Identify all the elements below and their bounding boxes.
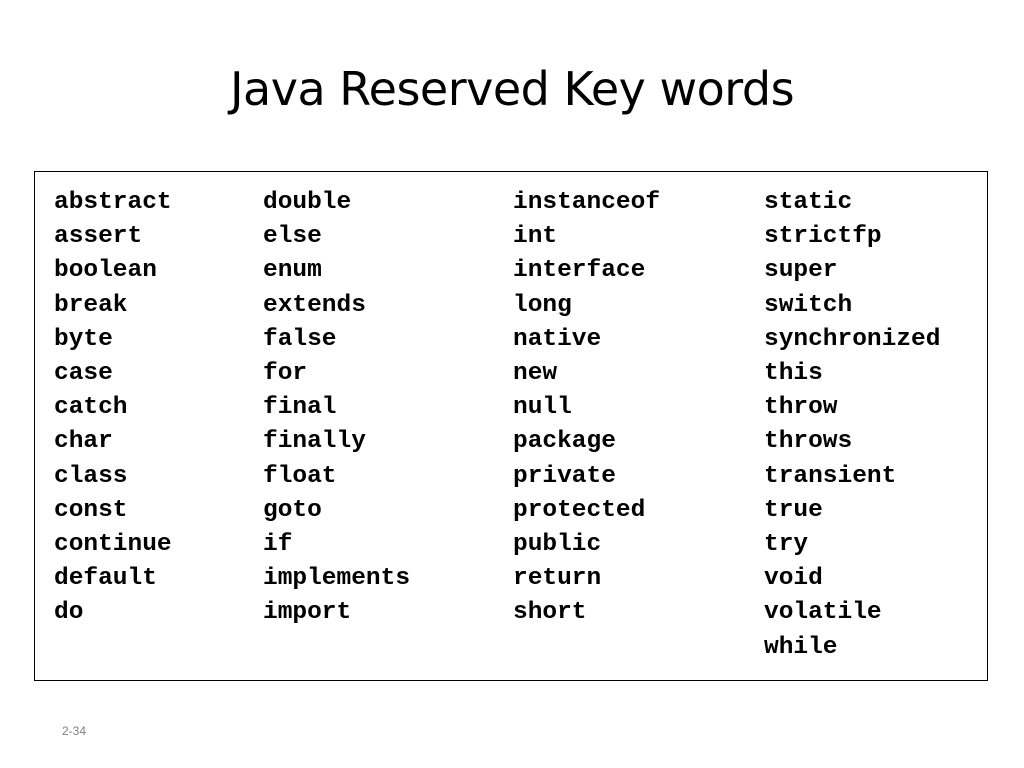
keyword-column-4: static strictfp super switch synchronized thi… bbox=[764, 186, 940, 665]
page-number: 2-34 bbox=[62, 724, 87, 738]
keyword: enum bbox=[263, 257, 322, 285]
keyword: transient bbox=[764, 462, 897, 490]
keyword: super bbox=[764, 257, 838, 285]
keyword: float bbox=[263, 462, 337, 490]
keyword: assert bbox=[54, 223, 143, 251]
keyword: final bbox=[263, 394, 337, 422]
keyword: goto bbox=[263, 496, 322, 524]
keyword: try bbox=[764, 531, 809, 559]
keyword: import bbox=[263, 599, 352, 627]
keyword: public bbox=[513, 531, 602, 559]
keyword-column-3: instanceof int interface long native new null p… bbox=[513, 186, 660, 631]
keyword: synchronized bbox=[764, 325, 941, 353]
keyword: throws bbox=[764, 428, 853, 456]
keyword: byte bbox=[54, 325, 113, 353]
keyword: double bbox=[263, 189, 352, 216]
keyword: abstract bbox=[54, 189, 172, 216]
keyword: private bbox=[513, 462, 616, 490]
keyword: default bbox=[54, 565, 157, 593]
keyword: while bbox=[764, 633, 838, 661]
keyword: implements bbox=[263, 565, 411, 593]
keyword: package bbox=[513, 428, 616, 456]
keyword: throw bbox=[764, 394, 838, 422]
keyword: for bbox=[263, 360, 308, 388]
keyword: const bbox=[54, 496, 128, 524]
keyword: char bbox=[54, 428, 113, 456]
keyword: protected bbox=[513, 496, 646, 524]
keyword-column-2: double else enum extends false for final finall… bbox=[263, 186, 410, 631]
keyword: break bbox=[54, 291, 128, 319]
keyword: native bbox=[513, 325, 602, 353]
keyword: extends bbox=[263, 291, 366, 319]
keyword: case bbox=[54, 360, 113, 388]
keyword: catch bbox=[54, 394, 128, 422]
keyword: class bbox=[54, 462, 128, 490]
keyword: else bbox=[263, 223, 322, 251]
keyword: if bbox=[263, 531, 293, 559]
keyword: long bbox=[513, 291, 572, 319]
keyword: instanceof bbox=[513, 189, 661, 216]
keyword: volatile bbox=[764, 599, 882, 627]
keyword: static bbox=[764, 189, 853, 216]
keyword: strictfp bbox=[764, 223, 882, 251]
keyword: null bbox=[513, 394, 572, 422]
keyword: continue bbox=[54, 531, 172, 559]
keyword: short bbox=[513, 599, 587, 627]
keyword: finally bbox=[263, 428, 366, 456]
keyword: switch bbox=[764, 291, 853, 319]
keyword: void bbox=[764, 565, 823, 593]
keyword-column-1: abstract assert boolean break byte case catch c… bbox=[54, 186, 172, 631]
keyword: this bbox=[764, 360, 823, 388]
keyword: true bbox=[764, 496, 823, 524]
keyword: interface bbox=[513, 257, 646, 285]
keyword: new bbox=[513, 360, 558, 388]
slide-title: Java Reserved Key words bbox=[229, 62, 795, 116]
keywords-box: abstract assert boolean break byte case catch c… bbox=[34, 171, 988, 681]
keyword: false bbox=[263, 325, 337, 353]
keyword: boolean bbox=[54, 257, 157, 285]
keyword: return bbox=[513, 565, 602, 593]
keyword: int bbox=[513, 223, 558, 251]
keyword: do bbox=[54, 599, 84, 627]
